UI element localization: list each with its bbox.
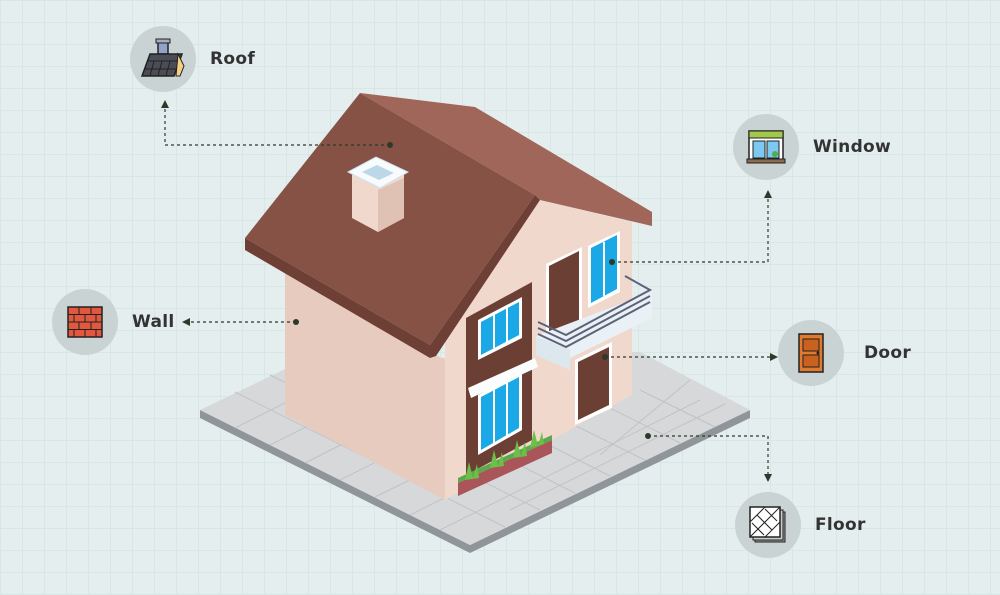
- floor-tiles-icon: [735, 492, 801, 558]
- door-label-text: Door: [864, 343, 912, 363]
- floor-connector: [648, 435, 769, 476]
- connector-markers: [161, 100, 778, 482]
- front-panel: [458, 282, 552, 496]
- roof-label: Roof: [130, 26, 255, 92]
- balcony: [536, 231, 653, 425]
- window-connector: [612, 196, 769, 263]
- window-icon: [733, 114, 799, 180]
- wall-label: Wall: [52, 289, 174, 355]
- door-icon: [778, 320, 844, 386]
- door-label: Door: [778, 320, 911, 386]
- wall-label-text: Wall: [132, 312, 175, 332]
- window-label: Window: [733, 114, 891, 180]
- floor-label-text: Floor: [815, 515, 866, 535]
- roof: [245, 93, 652, 358]
- roof-connector: [164, 106, 390, 146]
- side-wall: [285, 270, 445, 500]
- floor-label: Floor: [735, 492, 866, 558]
- connectors: [164, 106, 772, 476]
- window-label-text: Window: [813, 137, 892, 157]
- brick-wall-icon: [52, 289, 118, 355]
- roof-label-text: Roof: [210, 49, 256, 69]
- roof-tiles-icon: [130, 26, 196, 92]
